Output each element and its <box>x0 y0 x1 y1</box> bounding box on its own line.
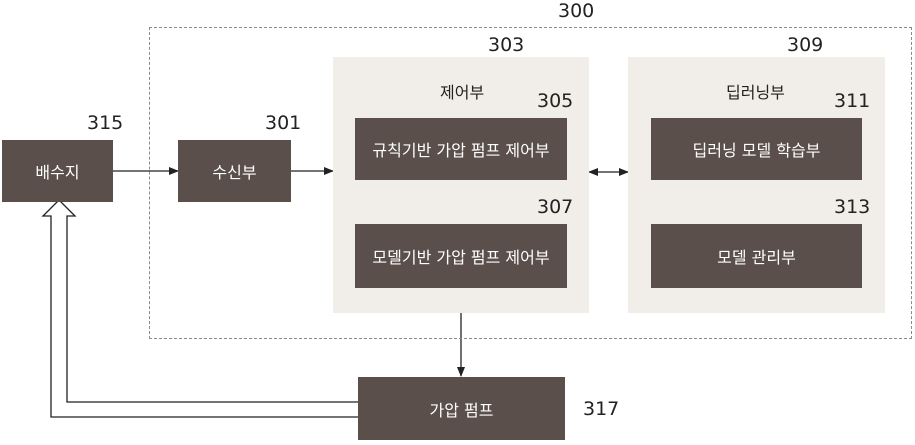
controller-title: 제어부 <box>440 83 485 102</box>
system-boundary <box>149 27 912 339</box>
model-manager-block: 모델 관리부 <box>651 224 862 288</box>
label-315: 315 <box>87 112 124 134</box>
learner-block: 딥러닝 모델 학습부 <box>651 118 862 180</box>
reservoir-block: 배수지 <box>2 140 113 202</box>
label-301: 301 <box>265 112 302 134</box>
pump-text: 가압 펌프 <box>429 400 494 420</box>
pump-block: 가압 펌프 <box>358 377 565 440</box>
receiver-text: 수신부 <box>212 163 257 182</box>
label-305: 305 <box>537 90 574 112</box>
label-313: 313 <box>834 196 871 218</box>
model-manager-text: 모델 관리부 <box>717 248 796 267</box>
deep-learning-title: 딥러닝부 <box>726 83 785 102</box>
rule-based-controller-block: 규칙기반 가압 펌프 제어부 <box>355 118 567 180</box>
model-based-controller-block: 모델기반 가압 펌프 제어부 <box>355 224 567 288</box>
label-303: 303 <box>488 34 525 56</box>
label-317: 317 <box>583 398 620 420</box>
receiver-block: 수신부 <box>178 140 291 202</box>
reservoir-text: 배수지 <box>35 163 80 182</box>
label-311: 311 <box>834 90 871 112</box>
label-309: 309 <box>787 34 824 56</box>
learner-text: 딥러닝 모델 학습부 <box>692 141 821 160</box>
rule-based-controller-text: 규칙기반 가압 펌프 제어부 <box>372 141 550 160</box>
label-307: 307 <box>537 196 574 218</box>
label-300: 300 <box>558 0 595 22</box>
model-based-controller-text: 모델기반 가압 펌프 제어부 <box>372 248 550 267</box>
